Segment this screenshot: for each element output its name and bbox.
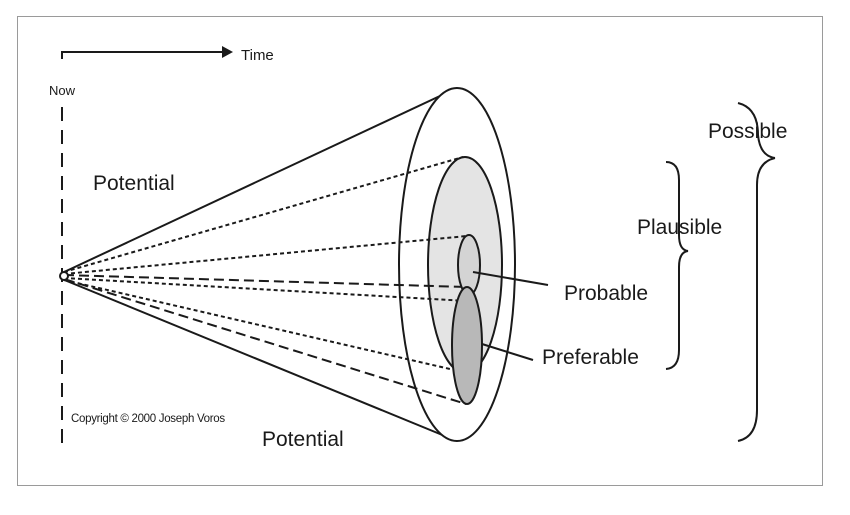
possible-label: Possible [708,120,787,143]
preferable-edge-bottom [63,278,467,405]
potential-label-top: Potential [93,172,175,195]
probable-edge-top [63,235,468,275]
preferable-ellipse [451,286,483,405]
cone-edge-bottom [61,278,458,442]
now-label: Now [49,83,76,98]
arrowhead-icon [222,46,233,58]
copyright-text: Copyright © 2000 Joseph Voros [71,413,225,425]
possible-brace-top [737,102,776,159]
potential-label-bottom: Potential [262,428,344,451]
now-point [59,271,69,281]
preferable-leader [481,343,534,361]
possible-brace [737,157,776,442]
diagram-frame [17,16,823,486]
plausible-edge-bottom [63,279,464,373]
probable-edge-bottom [63,277,468,302]
probable-label: Probable [564,282,648,305]
time-arrow-line [61,51,225,59]
time-label: Time [241,47,274,64]
time-arrow [61,46,233,59]
cone-edge-top [61,87,458,274]
preferable-label: Preferable [542,346,639,369]
probable-leader [472,271,549,286]
probable-ellipse [457,234,481,296]
preferable-edge-top [63,274,467,288]
plausible-brace [665,161,689,370]
plausible-edge-top [63,156,464,273]
